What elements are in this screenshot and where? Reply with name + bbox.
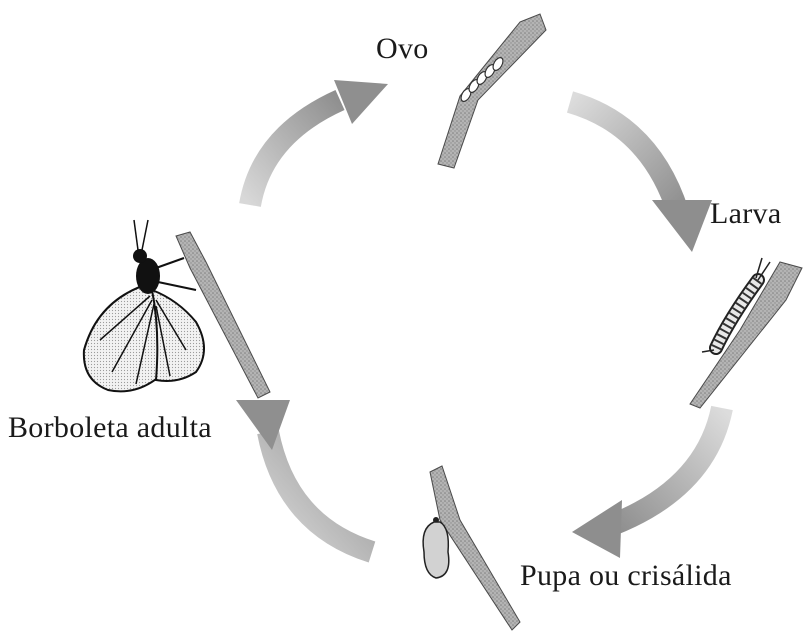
arrow-larva-to-pupa — [572, 408, 722, 558]
arrow-egg-to-larva — [570, 102, 712, 252]
arrow-pupa-to-adult — [236, 400, 372, 552]
egg-branch-illustration — [438, 14, 546, 168]
chrysalis — [423, 517, 449, 578]
stage-label-pupa: Pupa ou crisálida — [520, 559, 732, 593]
pupa-branch-illustration — [423, 466, 520, 630]
larva-branch-illustration — [690, 258, 802, 408]
stage-label-egg: Ovo — [376, 32, 429, 66]
stage-label-larva: Larva — [710, 197, 781, 231]
adult-branch-illustration — [84, 220, 270, 398]
arrow-adult-to-egg — [250, 80, 388, 205]
stage-label-adult: Borboleta adulta — [8, 411, 212, 445]
